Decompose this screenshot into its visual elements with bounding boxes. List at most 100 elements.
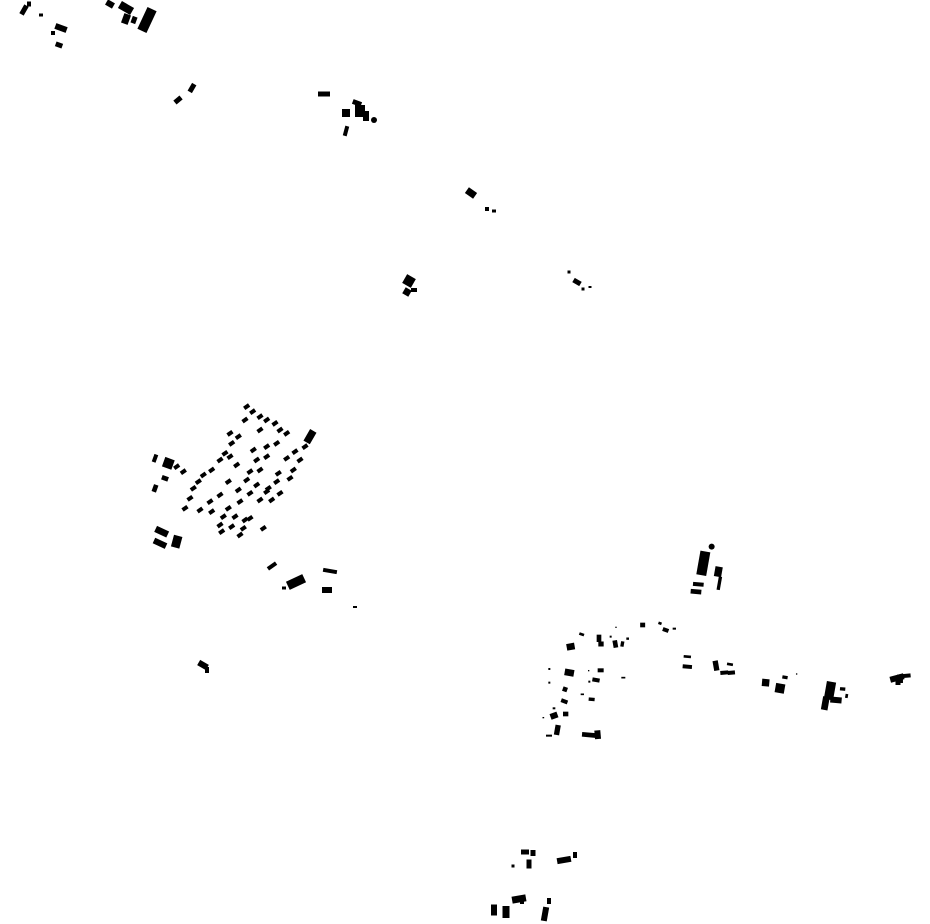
- building: [51, 31, 55, 35]
- building: [626, 637, 629, 640]
- building: [54, 41, 64, 49]
- building: [27, 1, 31, 7]
- building: [520, 900, 524, 904]
- building: [588, 680, 591, 683]
- building: [236, 531, 244, 539]
- building: [253, 481, 261, 489]
- building: [54, 23, 68, 33]
- building: [199, 471, 207, 479]
- building: [620, 641, 625, 647]
- building: [839, 687, 846, 691]
- building: [224, 478, 232, 486]
- building: [844, 693, 849, 699]
- building: [186, 494, 194, 502]
- building: [219, 513, 227, 521]
- building: [322, 567, 338, 575]
- building: [612, 639, 619, 649]
- building: [236, 498, 244, 506]
- building: [708, 543, 715, 550]
- building: [596, 634, 602, 642]
- building: [540, 906, 550, 922]
- building: [355, 105, 365, 117]
- building: [511, 864, 515, 868]
- building: [820, 696, 830, 711]
- building: [549, 711, 559, 720]
- building: [239, 524, 247, 532]
- building: [170, 534, 183, 549]
- building: [303, 429, 317, 445]
- building: [830, 696, 842, 704]
- building: [205, 667, 209, 673]
- building: [263, 443, 271, 451]
- building: [795, 673, 798, 675]
- building: [226, 429, 234, 437]
- building: [224, 504, 232, 512]
- building: [662, 627, 670, 633]
- building: [782, 675, 788, 680]
- building: [609, 635, 612, 638]
- building: [206, 498, 214, 506]
- building: [548, 667, 551, 670]
- building: [289, 466, 297, 474]
- building: [690, 588, 702, 595]
- buildings-scattered: [19, 0, 905, 922]
- building: [173, 95, 183, 105]
- building: [542, 716, 545, 719]
- building: [363, 111, 369, 121]
- building: [564, 668, 575, 677]
- building: [181, 504, 189, 512]
- building: [553, 724, 561, 736]
- building: [263, 416, 271, 424]
- building: [105, 0, 115, 9]
- building: [761, 678, 770, 687]
- building: [301, 443, 309, 451]
- building: [256, 426, 264, 434]
- building: [318, 91, 330, 97]
- building: [594, 730, 602, 740]
- building: [283, 454, 291, 462]
- building: [491, 904, 497, 916]
- building: [208, 466, 216, 474]
- building: [246, 514, 254, 522]
- building: [696, 550, 711, 577]
- building: [286, 474, 294, 482]
- building: [526, 859, 532, 869]
- building: [562, 686, 568, 693]
- building: [266, 561, 278, 571]
- building: [263, 453, 271, 461]
- building: [548, 681, 551, 684]
- building: [823, 680, 837, 701]
- building: [216, 456, 224, 464]
- building: [598, 641, 604, 647]
- building: [592, 677, 600, 683]
- building: [615, 626, 617, 628]
- building: [411, 288, 417, 292]
- building: [897, 673, 911, 679]
- building: [268, 496, 276, 504]
- building: [256, 466, 264, 474]
- building: [39, 13, 43, 17]
- building: [152, 537, 168, 549]
- building: [588, 286, 592, 288]
- building: [726, 662, 734, 667]
- building: [263, 488, 271, 496]
- building: [556, 855, 572, 865]
- building: [712, 660, 720, 672]
- building: [276, 489, 284, 497]
- building: [179, 468, 187, 476]
- building: [547, 898, 551, 904]
- building: [259, 524, 267, 532]
- building: [291, 448, 299, 456]
- building: [895, 681, 901, 685]
- building: [351, 99, 363, 107]
- building: [581, 287, 585, 291]
- building: [151, 453, 159, 463]
- building: [492, 209, 496, 213]
- building: [342, 125, 350, 137]
- building: [173, 463, 181, 471]
- buildings-east-settlement: [542, 543, 911, 740]
- building: [246, 468, 254, 476]
- building: [121, 13, 131, 25]
- building: [249, 446, 257, 454]
- building: [581, 732, 597, 738]
